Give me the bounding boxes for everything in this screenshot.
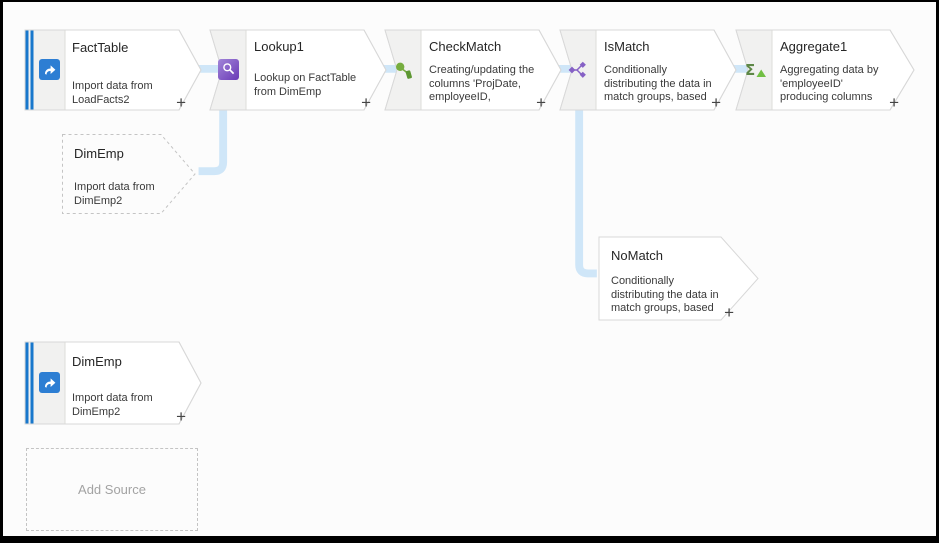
- node-nomatch[interactable]: NoMatch Conditionally distributing the d…: [598, 236, 759, 322]
- add-transform-button[interactable]: +: [724, 303, 734, 322]
- desc-line: columns 'ProjDate,: [429, 77, 521, 90]
- desc-line: DimEmp2: [72, 405, 121, 418]
- node-description: Creating/updating the columns 'ProjDate,…: [429, 64, 534, 105]
- add-source-label: Add Source: [78, 482, 146, 497]
- source-output-icon: [39, 59, 60, 85]
- add-transform-button[interactable]: +: [889, 93, 899, 112]
- node-description: Lookup on FactTable from DimEmp: [254, 72, 356, 99]
- conditional-split-icon: [568, 60, 588, 85]
- desc-line: DimEmp2: [74, 194, 123, 207]
- source-output-icon: [39, 372, 60, 398]
- desc-line: Creating/updating the: [429, 64, 535, 76]
- desc-line: match groups, based: [604, 91, 707, 103]
- desc-line: 'employeeID': [780, 77, 843, 90]
- node-description: Import data from LoadFacts2: [72, 80, 153, 107]
- desc-line: LoadFacts2: [72, 93, 130, 106]
- desc-line: Import data from: [74, 181, 155, 193]
- node-description: Conditionally distributing the data in m…: [604, 64, 712, 105]
- add-transform-button[interactable]: +: [536, 93, 546, 112]
- node-facttable[interactable]: FactTable Import data from LoadFacts2 +: [24, 29, 202, 112]
- node-dimemp-reference-shape: [62, 134, 196, 214]
- node-description: Import data from DimEmp2: [74, 181, 155, 208]
- node-lookup1[interactable]: Lookup1 Lookup on FactTable from DimEmp …: [209, 29, 387, 112]
- add-source-button[interactable]: Add Source: [26, 448, 198, 531]
- node-title: IsMatch: [604, 39, 650, 54]
- desc-line: distributing the data in: [604, 77, 712, 90]
- desc-line: distributing the data in: [611, 288, 719, 301]
- add-transform-button[interactable]: +: [176, 93, 186, 112]
- desc-line: Import data from: [72, 80, 153, 92]
- connector-ismatch-nomatch: [575, 100, 597, 278]
- node-title: Aggregate1: [780, 39, 848, 54]
- node-nomatch-shape: [598, 236, 759, 321]
- node-aggregate1[interactable]: Σ Aggregate1 Aggregating data by 'employ…: [735, 29, 915, 112]
- node-dimemp[interactable]: DimEmp Import data from DimEmp2 +: [24, 341, 202, 426]
- node-title: FactTable: [72, 40, 129, 55]
- connector-dimemp-ghost-lookup1: [198, 100, 228, 176]
- node-title: Lookup1: [254, 39, 304, 54]
- node-title: DimEmp: [72, 354, 122, 369]
- desc-line: producing columns: [780, 91, 873, 103]
- node-description: Import data from DimEmp2: [72, 392, 153, 419]
- desc-line: Conditionally: [611, 275, 674, 287]
- node-description: Aggregating data by 'employeeID' produci…: [780, 64, 878, 105]
- node-ismatch[interactable]: IsMatch Conditionally distributing the d…: [559, 29, 737, 112]
- node-aggregate1-shape: [735, 29, 915, 111]
- add-transform-button[interactable]: +: [176, 407, 186, 426]
- lookup-magnifier-icon: [218, 59, 239, 85]
- desc-line: Aggregating data by: [780, 64, 879, 76]
- node-dimemp-reference[interactable]: DimEmp Import data from DimEmp2: [62, 134, 196, 214]
- desc-line: Lookup on FactTable: [254, 72, 357, 84]
- node-ismatch-shape: [559, 29, 737, 111]
- node-title: DimEmp: [74, 146, 124, 161]
- desc-line: Conditionally: [604, 64, 667, 76]
- desc-line: from DimEmp: [254, 85, 322, 98]
- add-transform-button[interactable]: +: [361, 93, 371, 112]
- derived-column-icon: [394, 60, 414, 85]
- node-title: CheckMatch: [429, 39, 502, 54]
- desc-line: Import data from: [72, 392, 153, 404]
- node-title: NoMatch: [611, 248, 664, 263]
- desc-line: employeeID,: [429, 91, 491, 103]
- node-description: Conditionally distributing the data in m…: [611, 275, 719, 316]
- add-transform-button[interactable]: +: [711, 93, 721, 112]
- svg-text:Σ: Σ: [745, 61, 755, 79]
- node-checkmatch[interactable]: CheckMatch Creating/updating the columns…: [384, 29, 562, 112]
- aggregate-sigma-icon: Σ: [745, 60, 767, 85]
- desc-line: match groups, based: [611, 302, 714, 314]
